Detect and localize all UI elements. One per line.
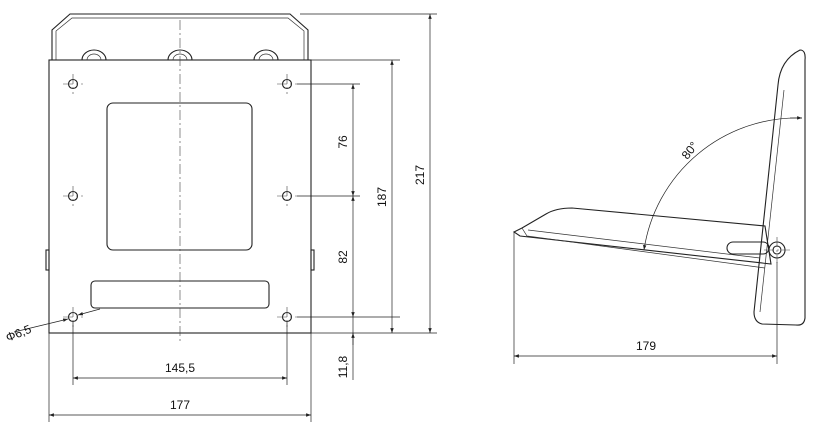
dim-217-label: 217 xyxy=(413,165,427,185)
bracket-bolts xyxy=(81,49,279,61)
dim-145-5-label: 145,5 xyxy=(165,361,195,375)
dim-76-label: 76 xyxy=(336,135,350,149)
mounting-holes xyxy=(63,74,297,327)
side-plate xyxy=(753,49,806,326)
dim-177-label: 177 xyxy=(170,398,190,412)
dim-diameter-label: Φ6,5 xyxy=(4,322,34,345)
dim-179-label: 179 xyxy=(636,339,656,353)
dim-11-8-label: 11,8 xyxy=(336,355,350,378)
top-bracket xyxy=(51,13,309,60)
front-view: 76 82 11,8 187 217 145,5 177 Φ6,5 xyxy=(4,13,437,422)
dim-82-label: 82 xyxy=(336,250,350,264)
window-cutout xyxy=(106,102,253,251)
angle-80-label: 80° xyxy=(679,139,701,162)
side-arm xyxy=(512,207,772,265)
side-view: 80° 179 xyxy=(512,49,806,364)
dim-187-label: 187 xyxy=(375,187,389,207)
